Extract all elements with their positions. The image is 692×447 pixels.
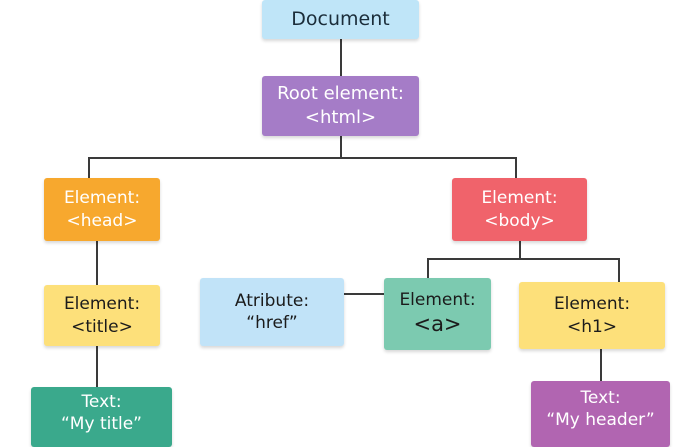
connector-to-body bbox=[515, 157, 517, 179]
attribute-label: Atribute: bbox=[234, 290, 310, 311]
body-element-node: Element: <body> bbox=[452, 178, 587, 241]
attribute-value: “href” bbox=[246, 313, 298, 333]
root-element-node: Root element: <html> bbox=[262, 76, 419, 136]
attribute-node: Atribute: “href” bbox=[200, 278, 344, 346]
a-element-tag: <a> bbox=[413, 312, 462, 337]
connector-document-root bbox=[340, 38, 342, 76]
root-element-label: Root element: bbox=[277, 83, 404, 105]
text-title-value: “My title” bbox=[61, 414, 142, 435]
head-element-label: Element: bbox=[63, 188, 141, 209]
connector-to-h1 bbox=[618, 258, 620, 282]
connector-body-children-bar bbox=[427, 258, 620, 260]
title-element-tag: <title> bbox=[71, 316, 133, 337]
text-title-label: Text: bbox=[81, 392, 122, 412]
text-header-label: Text: bbox=[580, 388, 621, 408]
connector-body-branch bbox=[519, 241, 521, 259]
head-element-tag: <head> bbox=[66, 210, 138, 231]
connector-h1-text bbox=[600, 349, 602, 381]
document-label: Document bbox=[291, 7, 390, 30]
connector-to-head bbox=[88, 157, 90, 179]
connector-root-children-bar bbox=[88, 157, 517, 159]
text-title-node: Text: “My title” bbox=[31, 387, 172, 447]
connector-title-text bbox=[96, 346, 98, 387]
dom-tree-diagram: Document Root element: <html> Element: <… bbox=[31, 0, 670, 447]
text-header-node: Text: “My header” bbox=[531, 381, 670, 447]
text-header-value: “My header” bbox=[546, 410, 655, 431]
a-element-node: Element: <a> bbox=[384, 278, 491, 350]
connector-a-attribute bbox=[344, 293, 385, 295]
body-element-tag: <body> bbox=[484, 210, 555, 231]
head-element-node: Element: <head> bbox=[44, 178, 160, 241]
connector-root-branch bbox=[340, 136, 342, 158]
title-element-node: Element: <title> bbox=[44, 285, 160, 346]
h1-element-node: Element: <h1> bbox=[519, 282, 665, 349]
h1-element-tag: <h1> bbox=[566, 316, 618, 337]
title-element-label: Element: bbox=[63, 294, 141, 315]
root-element-tag: <html> bbox=[304, 107, 377, 128]
h1-element-label: Element: bbox=[553, 294, 631, 315]
connector-head-title bbox=[96, 241, 98, 285]
connector-to-a bbox=[427, 258, 429, 278]
document-node: Document bbox=[262, 0, 419, 39]
a-element-label: Element: bbox=[399, 289, 476, 310]
body-element-label: Element: bbox=[481, 188, 558, 209]
